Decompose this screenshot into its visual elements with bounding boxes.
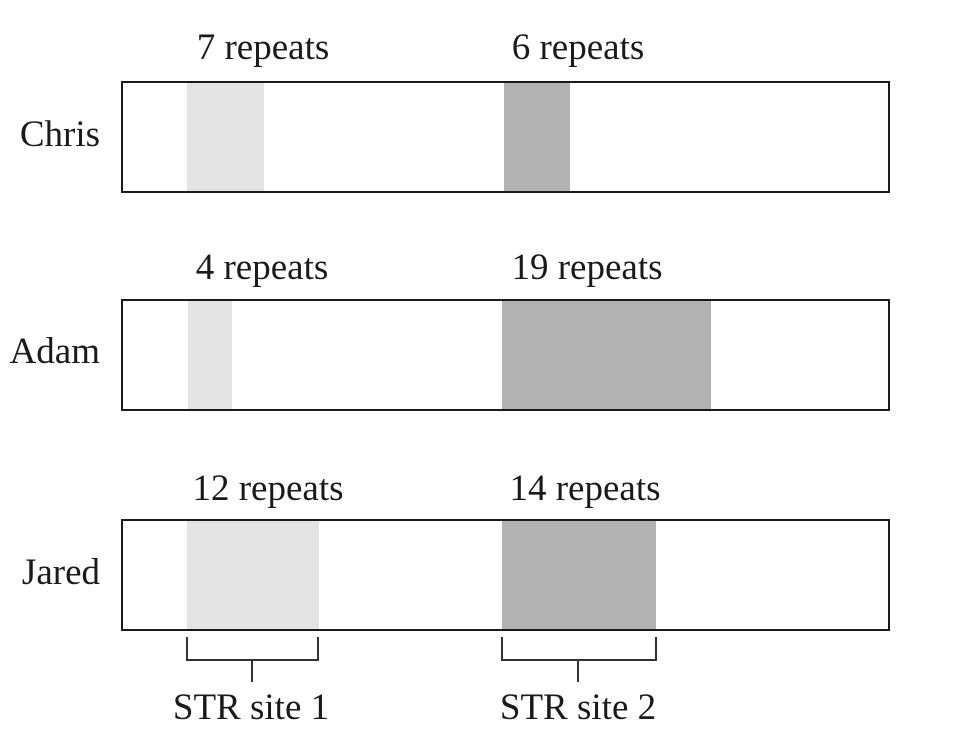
chris-dna-strand <box>121 81 890 193</box>
jared-site1-block <box>187 521 319 629</box>
jared-site2-label: 14 repeats <box>509 468 661 509</box>
adam-site2-block <box>502 301 711 409</box>
jared-dna-strand <box>121 519 890 631</box>
adam-site2-label: 19 repeats <box>511 247 663 288</box>
adam-name: Adam <box>9 331 100 372</box>
jared-site1-label: 12 repeats <box>192 468 344 509</box>
chris-site1-label: 7 repeats <box>196 27 330 68</box>
str-site2-label: STR site 2 <box>499 687 657 728</box>
chris-site2-label: 6 repeats <box>511 27 645 68</box>
chris-name: Chris <box>19 114 100 155</box>
jared-name: Jared <box>21 552 100 593</box>
chris-site2-block <box>504 83 570 191</box>
adam-dna-strand <box>121 299 890 411</box>
jared-site2-block <box>502 521 656 629</box>
chris-site1-block <box>187 83 264 191</box>
str-site1-label: STR site 1 <box>172 687 330 728</box>
adam-site1-label: 4 repeats <box>195 247 329 288</box>
adam-site1-block <box>188 301 232 409</box>
